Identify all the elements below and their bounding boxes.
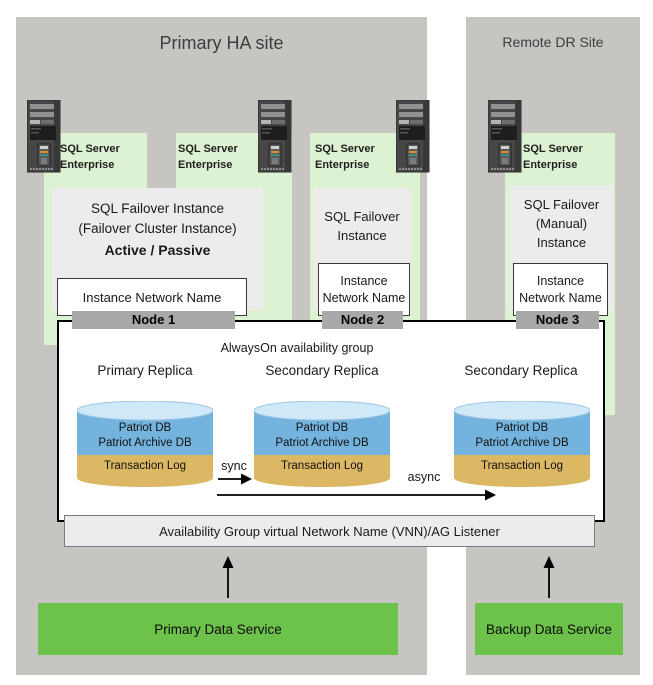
server-tower-icon	[258, 100, 292, 173]
sql-enterprise-label-4: SQL Server Enterprise	[523, 143, 583, 171]
failover-1-line-2: (Failover Cluster Instance)	[78, 221, 237, 236]
replica-role-secondary-1: Secondary Replica	[265, 363, 379, 378]
failover-2-text: SQL Failover Instance	[324, 209, 400, 243]
instance-network-name-box-1: Instance Network Name	[57, 278, 247, 316]
db-name-1: Patriot DB	[295, 422, 349, 434]
failover-1-line-3: Active / Passive	[104, 242, 211, 258]
alwayson-group-title: AlwaysOn availability group	[220, 341, 374, 355]
sync-label: sync	[221, 459, 247, 473]
instance-network-name-1: Instance Network Name	[82, 289, 222, 305]
sql-enterprise-label-2: SQL Server Enterprise	[178, 143, 238, 171]
server-tower-icon	[27, 100, 61, 173]
async-label: async	[407, 470, 441, 484]
db-name-1: Patriot DB	[118, 422, 172, 434]
cylinder-shape-icon	[253, 400, 391, 487]
replica-role-secondary-2: Secondary Replica	[464, 363, 578, 378]
ag-listener-bar: Availability Group virtual Network Name …	[64, 515, 595, 547]
node-1-bar: Node 1	[72, 311, 235, 329]
remote-site-title: Remote DR Site	[502, 34, 604, 50]
database-cylinder-primary: Patriot DB Patriot Archive DB Transactio…	[76, 400, 214, 491]
cylinder-shape-icon	[453, 400, 591, 487]
primary-data-service-label: Primary Data Service	[154, 621, 282, 637]
instance-network-name-box-2: Instance Network Name	[318, 263, 410, 316]
node-2-bar: Node 2	[322, 311, 403, 329]
cylinder-shape-icon	[76, 400, 214, 487]
failover-3-text: SQL Failover (Manual) Instance	[523, 197, 600, 250]
failover-1-line-1: SQL Failover Instance	[90, 201, 225, 216]
db-name-2: Patriot Archive DB	[475, 437, 569, 449]
db-name-1: Patriot DB	[495, 422, 549, 434]
db-name-2: Patriot Archive DB	[275, 437, 369, 449]
ag-listener-label: Availability Group virtual Network Name …	[159, 523, 500, 539]
primary-data-service-box: Primary Data Service	[38, 603, 398, 655]
transaction-log-label: Transaction Log	[280, 460, 364, 472]
sql-enterprise-label-3: SQL Server Enterprise	[315, 143, 375, 171]
backup-data-service-box: Backup Data Service	[475, 603, 623, 655]
server-tower-icon	[488, 100, 522, 173]
instance-network-name-3: Instance Network Name	[519, 273, 602, 305]
transaction-log-label: Transaction Log	[103, 460, 187, 472]
backup-data-service-label: Backup Data Service	[485, 621, 613, 637]
transaction-log-label: Transaction Log	[480, 460, 564, 472]
replica-role-primary: Primary Replica	[97, 363, 193, 378]
instance-network-name-2: Instance Network Name	[322, 273, 406, 305]
server-tower-icon	[396, 100, 430, 173]
node-3-bar: Node 3	[516, 311, 599, 329]
database-cylinder-secondary-2: Patriot DB Patriot Archive DB Transactio…	[453, 400, 591, 491]
sql-enterprise-label-1: SQL Server Enterprise	[60, 143, 120, 171]
database-cylinder-secondary-1: Patriot DB Patriot Archive DB Transactio…	[253, 400, 391, 491]
instance-network-name-box-3: Instance Network Name	[513, 263, 608, 316]
db-name-2: Patriot Archive DB	[98, 437, 192, 449]
primary-site-title: Primary HA site	[159, 33, 284, 53]
